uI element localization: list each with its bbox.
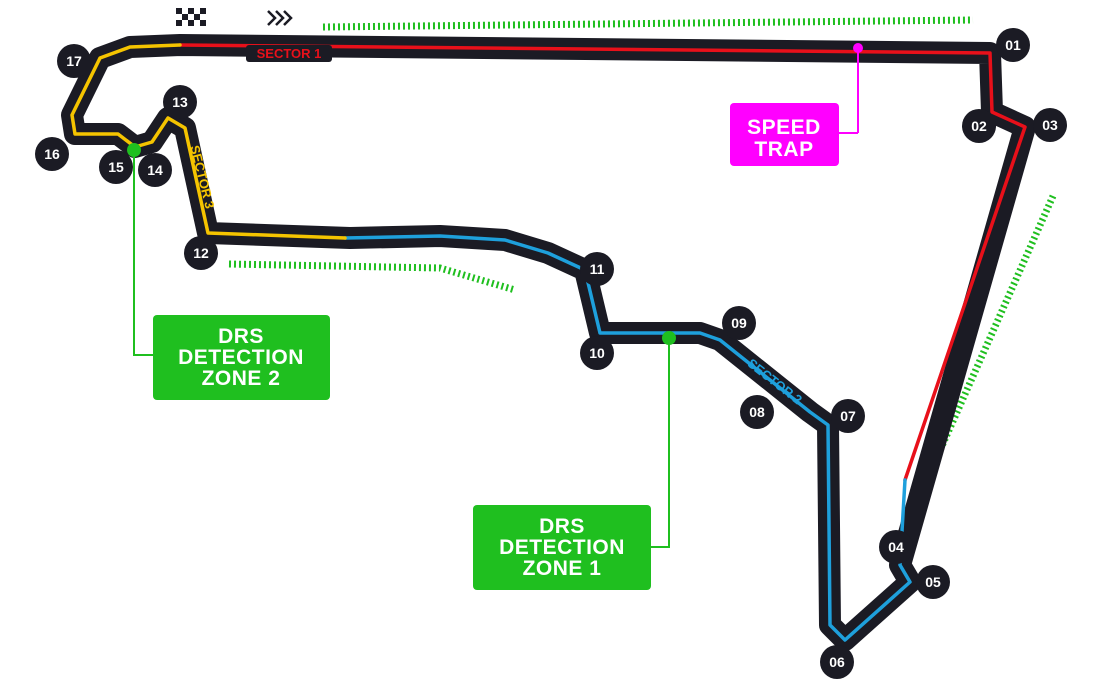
turn-06-label: 06 (829, 654, 845, 670)
drs-detection-2: DRS DETECTION ZONE 2 (127, 143, 330, 400)
turn-17-marker: 17 (57, 44, 91, 78)
drs-detection-1-marker (662, 331, 676, 345)
turn-10-label: 10 (589, 345, 605, 361)
turn-13-label: 13 (172, 94, 188, 110)
drs-detection-2-line2: DETECTION (178, 346, 304, 369)
speed-trap: SPEED TRAP (730, 43, 863, 166)
turn-15-marker: 15 (99, 150, 133, 184)
turn-07-marker: 07 (831, 399, 865, 433)
speed-trap-box (730, 103, 839, 166)
drs-detection-1-line1: DRS (539, 515, 585, 538)
turn-04-label: 04 (888, 539, 904, 555)
turn-13-marker: 13 (163, 85, 197, 119)
turn-09-marker: 09 (722, 306, 756, 340)
turn-02-label: 02 (971, 118, 987, 134)
drs-zone-stadium (228, 260, 516, 294)
turn-05-label: 05 (925, 574, 941, 590)
track-sectors (70, 43, 1027, 642)
turn-12-label: 12 (193, 245, 209, 261)
drs-zone-back-straight (894, 194, 1057, 547)
drs-detection-2-box (153, 315, 330, 400)
checkered-flag-icon (176, 8, 206, 26)
turn-markers: 01 02 03 04 05 06 07 08 09 10 11 12 13 1… (35, 28, 1067, 679)
turn-14-label: 14 (147, 162, 163, 178)
drs-detection-1-line2: DETECTION (499, 536, 625, 559)
turn-08-marker: 08 (740, 395, 774, 429)
turn-06-marker: 06 (820, 645, 854, 679)
turn-08-label: 08 (749, 404, 765, 420)
turn-03-marker: 03 (1033, 108, 1067, 142)
turn-05-marker: 05 (916, 565, 950, 599)
turn-16-label: 16 (44, 146, 60, 162)
sector-3-line (70, 43, 347, 240)
turn-01-label: 01 (1005, 37, 1021, 53)
turn-07-label: 07 (840, 408, 856, 424)
triple-chevron-right-icon (267, 10, 293, 26)
turn-17-label: 17 (66, 53, 82, 69)
sector-1-label: SECTOR 1 (257, 46, 322, 61)
drs-zone-main-straight (322, 16, 974, 31)
turn-16-marker: 16 (35, 137, 69, 171)
turn-09-label: 09 (731, 315, 747, 331)
drs-detection-1: DRS DETECTION ZONE 1 (473, 331, 676, 590)
drs-detection-2-line1: DRS (218, 325, 264, 348)
turn-10-marker: 10 (580, 336, 614, 370)
drs-detection-2-line3: ZONE 2 (202, 367, 281, 390)
speed-trap-label-line1: SPEED (747, 116, 821, 139)
turn-15-label: 15 (108, 159, 124, 175)
turn-12-marker: 12 (184, 236, 218, 270)
turn-11-marker: 11 (580, 252, 614, 286)
speed-trap-marker (853, 43, 863, 53)
turn-11-label: 11 (590, 261, 605, 277)
drs-zones (228, 16, 1057, 547)
turn-04-marker: 04 (879, 530, 913, 564)
sector-2-line (343, 234, 912, 642)
drs-detection-1-line3: ZONE 1 (523, 557, 602, 580)
turn-01-marker: 01 (996, 28, 1030, 62)
turn-14-marker: 14 (138, 153, 172, 187)
speed-trap-label-line2: TRAP (754, 138, 813, 161)
sector-1-line (178, 43, 1027, 482)
turn-03-label: 03 (1042, 117, 1058, 133)
drs-detection-1-box (473, 505, 651, 590)
drs-detection-2-marker (127, 143, 141, 157)
turn-02-marker: 02 (962, 109, 996, 143)
